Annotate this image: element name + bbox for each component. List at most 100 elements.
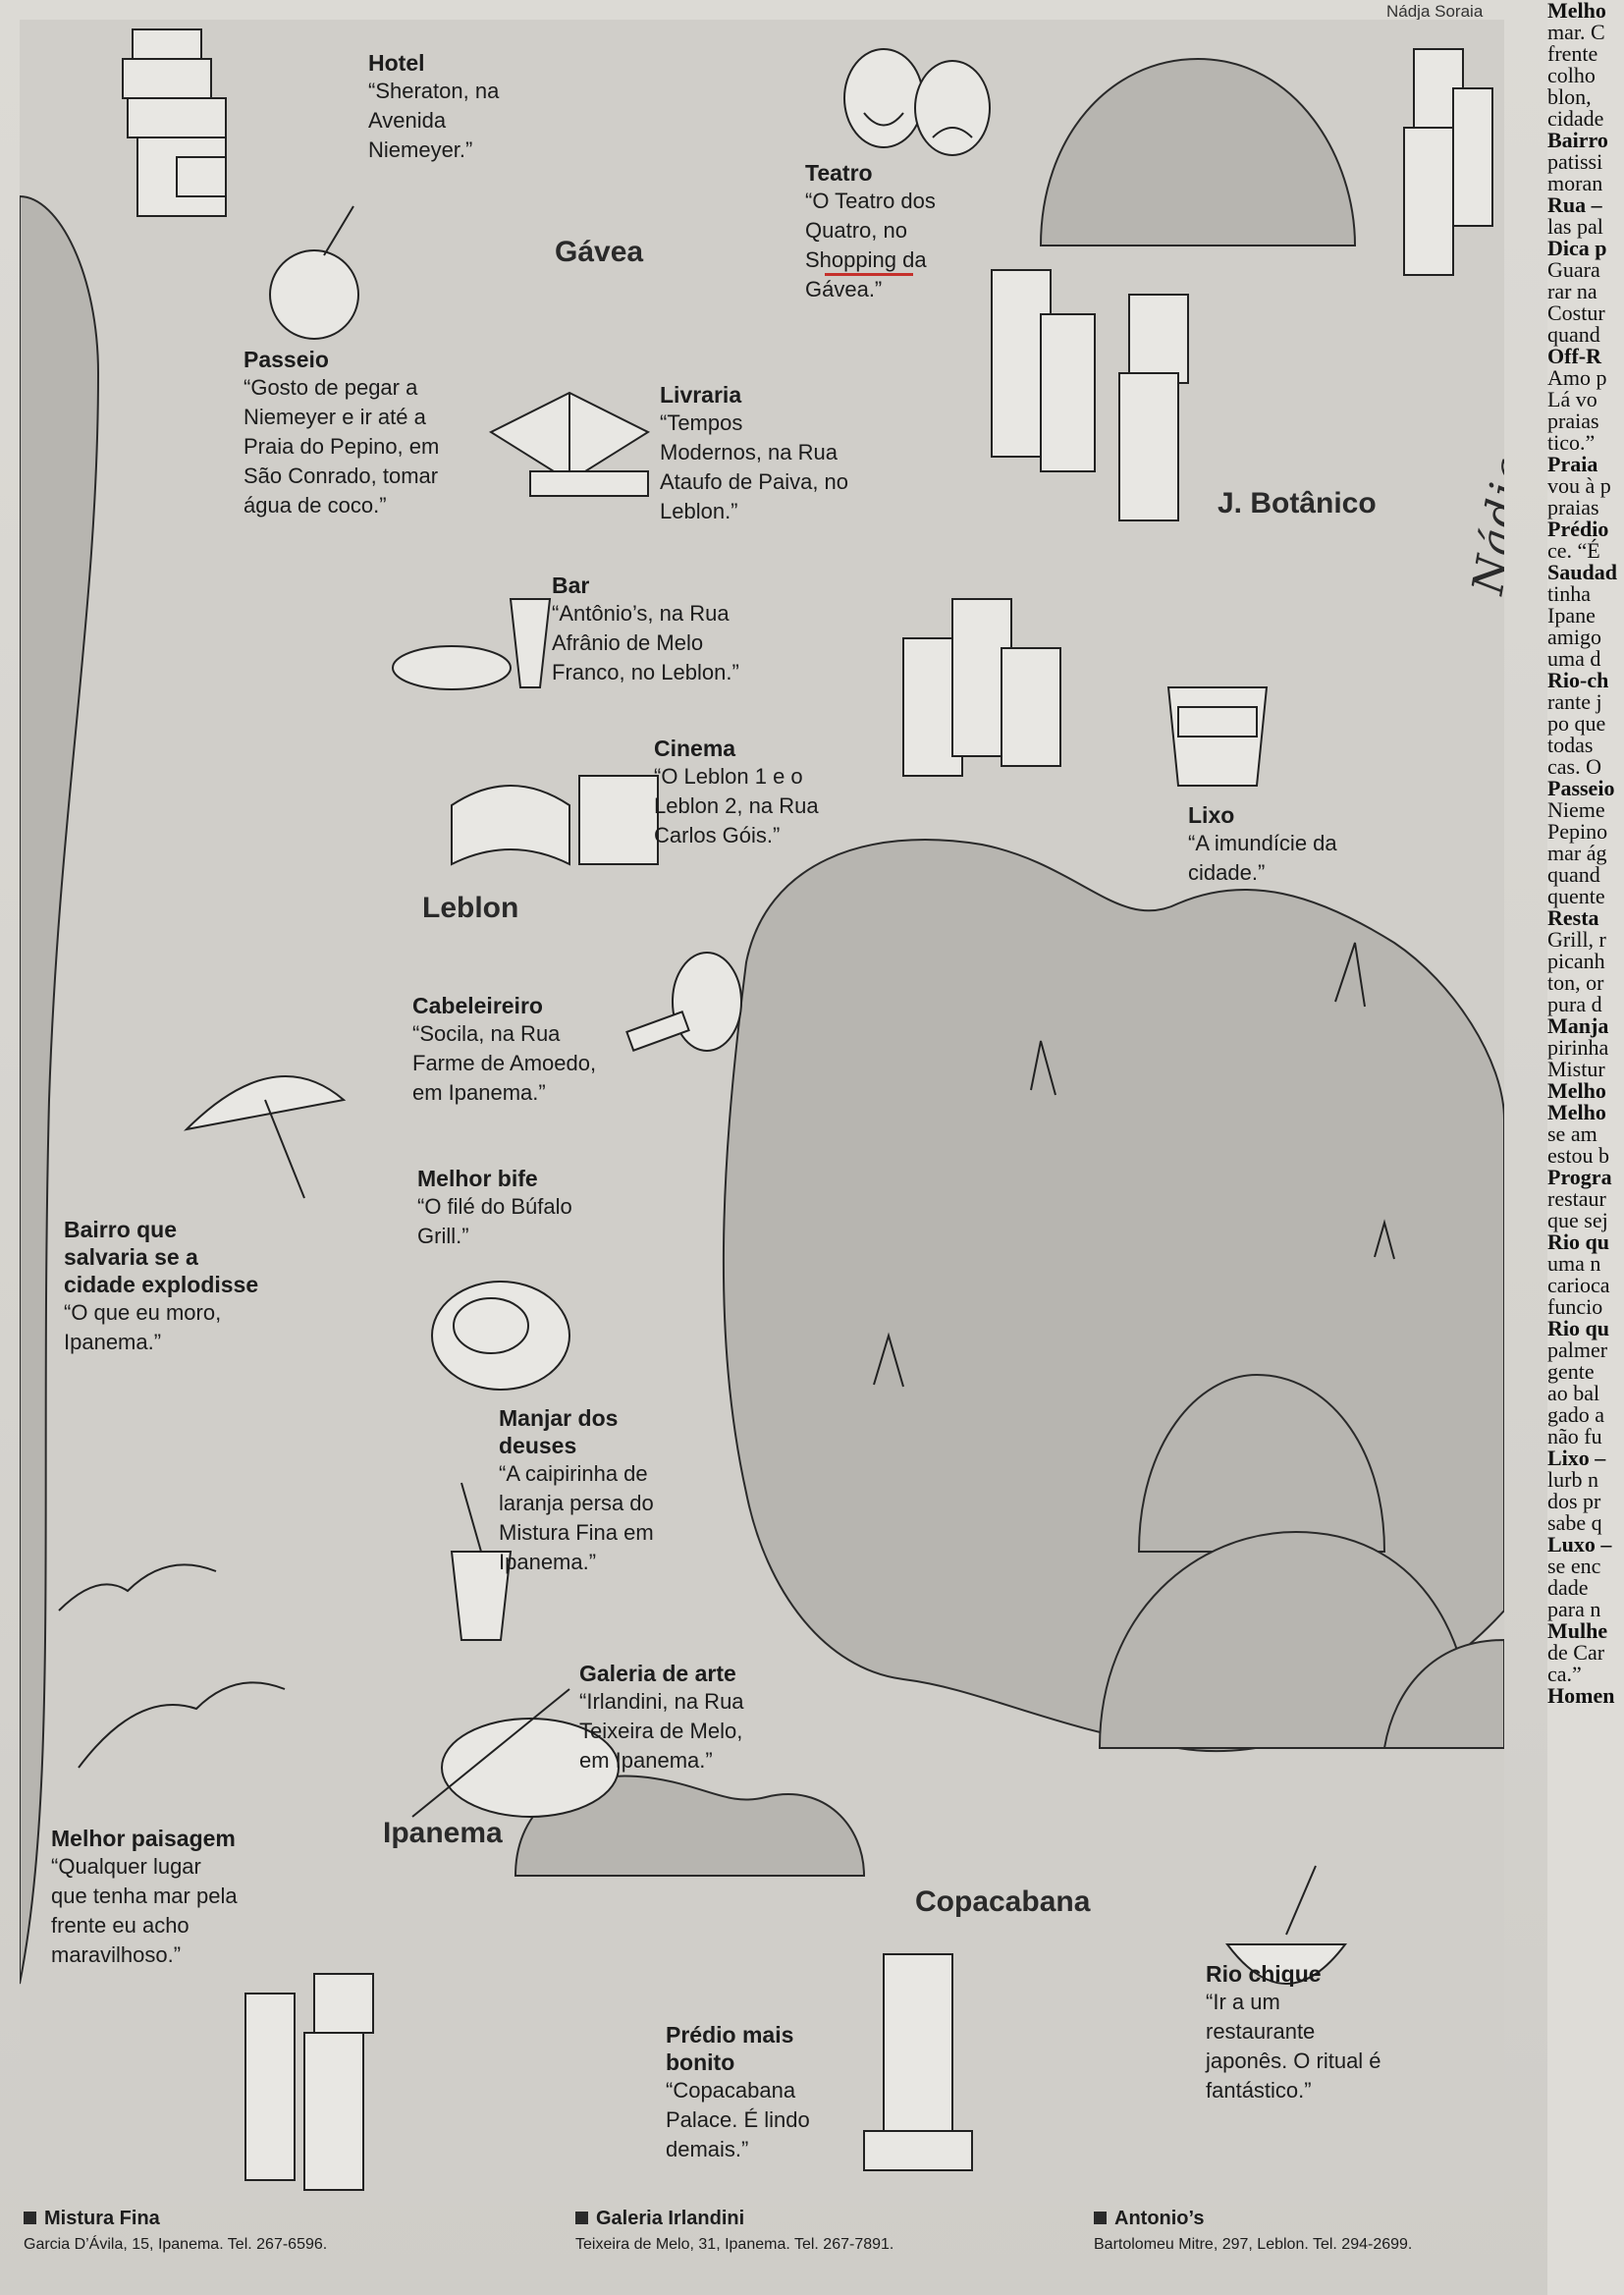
side-column-line: Saudad (1547, 560, 1617, 584)
side-column-line: lurb n (1547, 1467, 1598, 1492)
item-line: em Ipanema.” (579, 1748, 713, 1773)
item-melhor-bife: Melhor bife “O filé do Búfalo Grill.” (417, 1165, 572, 1251)
item-line: “Tempos (660, 410, 743, 435)
side-column-line: rar na (1547, 279, 1597, 303)
item-line: água de coco.” (244, 493, 387, 518)
side-column-line: pirinha (1547, 1035, 1609, 1060)
coast-left (20, 194, 100, 1985)
item-title: Galeria de arte (579, 1661, 736, 1686)
item-line: Shopping da (805, 247, 927, 272)
side-column-line: quente (1547, 884, 1605, 908)
side-column-line: para n (1547, 1597, 1601, 1621)
side-column-line: ton, or (1547, 970, 1604, 995)
item-line: “O filé do Búfalo (417, 1194, 572, 1219)
side-column-line: mar. C (1547, 20, 1605, 44)
item-line: Ipanema.” (499, 1550, 597, 1574)
side-column-line: tinha (1547, 581, 1591, 606)
photo-credit: Nádja Soraia (1386, 2, 1484, 21)
side-column-line: Passeio (1547, 776, 1615, 800)
item-hotel: Hotel “Sheraton, na Avenida Niemeyer.” (368, 49, 499, 165)
trash-bin-icon (1166, 686, 1269, 787)
side-column-line: quand (1547, 322, 1600, 347)
buildings-middle-icon (902, 598, 1061, 777)
side-column-line: de Car (1547, 1640, 1605, 1665)
side-column-line: ce. “É (1547, 538, 1600, 563)
side-column-line: Rio qu (1547, 1316, 1609, 1340)
side-column-line: amigo (1547, 625, 1601, 649)
item-livraria: Livraria “Tempos Modernos, na Rua Ataufo… (660, 381, 848, 526)
bowl-chopsticks-icon (1224, 1865, 1348, 1985)
item-line: Afrânio de Melo (552, 630, 704, 655)
shark-fin-2 (1030, 1040, 1056, 1096)
item-line: Leblon.” (660, 499, 738, 523)
item-line: “Socila, na Rua (412, 1021, 561, 1046)
item-line: restaurante (1206, 2019, 1316, 2044)
side-column-line: carioca (1547, 1273, 1610, 1297)
item-line: demais.” (666, 2137, 749, 2161)
item-line: “O Teatro dos (805, 189, 936, 213)
copacabana-palace-icon (863, 1953, 973, 2171)
item-line: cidade.” (1188, 860, 1266, 885)
label-jbotanico: J. Botânico (1218, 487, 1377, 519)
underline-mark (825, 273, 913, 276)
side-column-line: quand (1547, 862, 1600, 887)
side-column-line: Costur (1547, 301, 1605, 325)
item-title: Manjar dos (499, 1405, 619, 1431)
item-line: Ataufo de Paiva, no (660, 469, 849, 494)
item-line: maravilhoso.” (51, 1942, 182, 1967)
side-column-line: funcio (1547, 1294, 1603, 1319)
item-line: Mistura Fina em (499, 1520, 654, 1545)
side-column-line: Lixo – (1547, 1446, 1606, 1470)
side-column-line: dos pr (1547, 1489, 1601, 1513)
item-predio: Prédio mais bonito “Copacabana Palace. É… (666, 2021, 810, 2164)
shark-fin-4 (873, 1332, 904, 1388)
side-column-line: po que (1547, 711, 1606, 736)
item-lixo: Lixo “A imundície da cidade.” (1188, 801, 1337, 888)
side-column-line: se enc (1547, 1554, 1601, 1578)
side-column-line: pura d (1547, 992, 1602, 1016)
side-column-line: gente (1547, 1359, 1595, 1384)
item-title: Hotel (368, 50, 425, 76)
side-column-line: Mistur (1547, 1057, 1605, 1081)
label-gavea: Gávea (555, 236, 644, 268)
footer-address: Garcia D’Ávila, 15, Ipanema. Tel. 267-65… (24, 2236, 328, 2253)
theater-masks-icon (843, 48, 991, 156)
item-line: Farme de Amoedo, (412, 1051, 597, 1075)
footer-name: Antonio’s (1094, 2208, 1412, 2230)
item-line: “Gosto de pegar a (244, 375, 418, 400)
item-rio-chique: Rio chique “Ir a um restaurante japonês.… (1206, 1960, 1381, 2105)
item-line: frente eu acho (51, 1913, 189, 1938)
side-column-line: ca.” (1547, 1662, 1582, 1686)
side-column-line: Lá vo (1547, 387, 1597, 411)
item-title: Bar (552, 573, 590, 598)
item-title: Melhor paisagem (51, 1826, 236, 1851)
shark-fin-1 (1334, 942, 1366, 1008)
side-column-line: que sej (1547, 1208, 1608, 1232)
side-column-line: dade (1547, 1575, 1589, 1600)
side-column-line: Manja (1547, 1013, 1609, 1038)
item-title: Cabeleireiro (412, 993, 543, 1018)
side-column-line: las pal (1547, 214, 1603, 239)
item-line: “Irlandini, na Rua (579, 1689, 744, 1714)
side-column-line: blon, (1547, 84, 1592, 109)
side-column-line: Resta (1547, 905, 1599, 930)
side-column-line: se am (1547, 1121, 1597, 1146)
side-column-line: não fu (1547, 1424, 1602, 1448)
item-line: Grill.” (417, 1224, 469, 1248)
beach-umbrella-icon (184, 1075, 347, 1199)
side-column-line: Guara (1547, 257, 1600, 282)
side-column-line: moran (1547, 171, 1603, 195)
side-column-line: Praia (1547, 452, 1598, 476)
label-copacabana: Copacabana (915, 1885, 1091, 1918)
item-line: Praia do Pepino, em (244, 434, 440, 459)
side-column-line: picanh (1547, 949, 1605, 973)
film-popcorn-icon (451, 775, 659, 866)
item-title: Livraria (660, 382, 742, 408)
side-column-line: Dica p (1547, 236, 1607, 260)
side-column-line: Rua – (1547, 192, 1602, 217)
side-column-line: palmer (1547, 1338, 1608, 1362)
paint-palette-icon (411, 1688, 620, 1818)
side-column-line: todas (1547, 733, 1594, 757)
coconut-icon (269, 205, 359, 340)
item-title: Cinema (654, 736, 736, 761)
